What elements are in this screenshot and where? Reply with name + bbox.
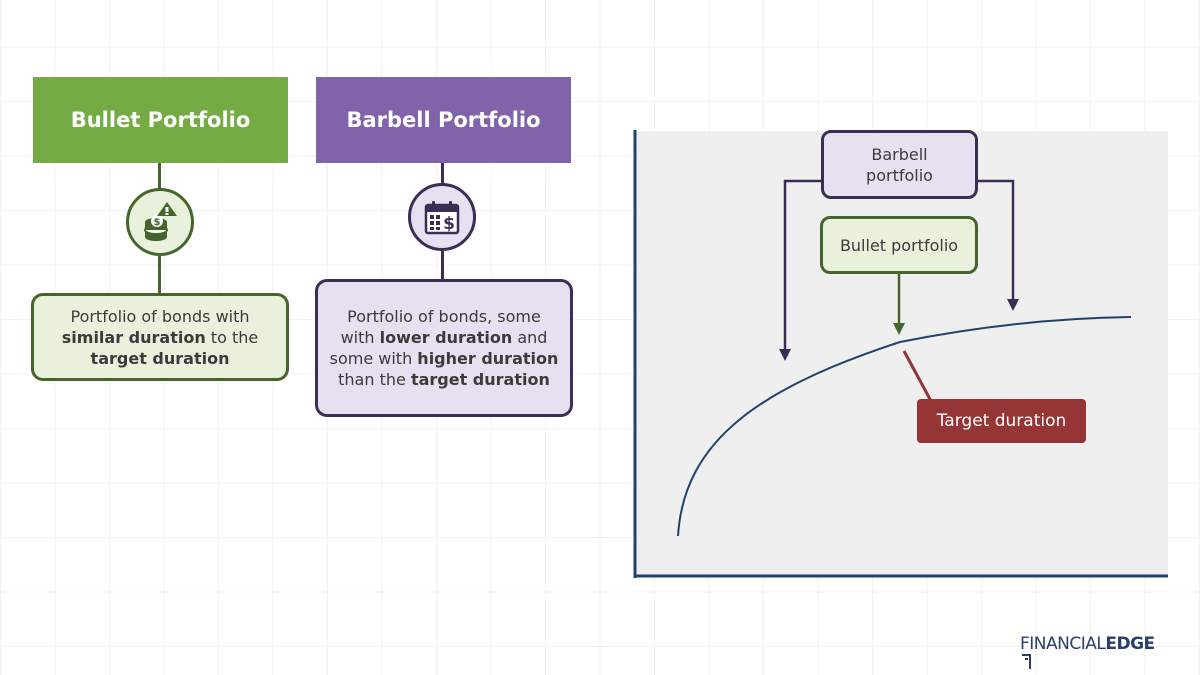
barbell-left-arrow-line xyxy=(783,179,823,350)
barbell-description: Portfolio of bonds, some with lower dura… xyxy=(328,306,560,390)
barbell-icon-circle: $ xyxy=(408,183,476,251)
financial-edge-logo: FINANCIALEDGE xyxy=(1020,634,1170,669)
barbell-connector-top xyxy=(441,163,444,185)
bullet-portfolio-header: Bullet Portfolio xyxy=(33,77,288,163)
coins-arrow-icon: $ xyxy=(144,202,177,241)
duration-curve xyxy=(677,316,1132,537)
target-duration-text: Target duration xyxy=(936,411,1067,431)
bullet-desc-bold-2: target duration xyxy=(90,348,230,368)
barbell-description-box: Portfolio of bonds, some with lower dura… xyxy=(315,279,573,417)
logo-edge: EDGE xyxy=(1105,634,1155,654)
barbell-desc-bold-3: target duration xyxy=(410,370,550,389)
bullet-desc-bold-1: similar duration xyxy=(61,327,206,347)
bullet-portfolio-title: Bullet Portfolio xyxy=(70,108,251,132)
barbell-desc-bold-2: higher duration xyxy=(417,349,559,368)
barbell-label-line1: Barbell xyxy=(871,144,928,164)
barbell-portfolio-title: Barbell Portfolio xyxy=(346,108,541,132)
logo-financial: FINANCIAL xyxy=(1020,634,1106,654)
bullet-connector-top xyxy=(158,163,161,189)
bullet-label: Bullet portfolio xyxy=(839,235,959,255)
logo-mark-icon xyxy=(1022,654,1031,669)
barbell-desc-bold-1: lower duration xyxy=(379,328,513,347)
bullet-connector-bottom xyxy=(158,256,161,294)
barbell-portfolio-header: Barbell Portfolio xyxy=(316,77,571,163)
svg-text:$: $ xyxy=(154,217,161,228)
bullet-description: Portfolio of bonds with similar duration… xyxy=(44,306,276,369)
calendar-dollar-icon: $ xyxy=(424,201,460,235)
barbell-portfolio-label-box: Barbell portfolio xyxy=(821,130,978,199)
target-duration-label: Target duration xyxy=(917,399,1086,443)
barbell-label-line2: portfolio xyxy=(866,165,933,185)
bullet-icon-circle: $ xyxy=(126,188,194,256)
barbell-desc-text-2: and some with xyxy=(329,328,548,368)
barbell-desc-text-1: Portfolio of bonds, some with xyxy=(340,307,541,347)
barbell-connector-bottom xyxy=(441,251,444,280)
barbell-right-arrowhead xyxy=(1007,299,1019,311)
bullet-arrowhead xyxy=(893,323,905,335)
bullet-desc-text-1: Portfolio of bonds with xyxy=(70,306,250,326)
bullet-desc-text-2: to the xyxy=(205,327,259,347)
target-pointer-line xyxy=(902,350,933,402)
svg-text:$: $ xyxy=(443,214,455,234)
barbell-left-arrowhead xyxy=(779,349,791,361)
barbell-right-arrow-line xyxy=(976,179,1015,300)
chart-plot-area xyxy=(636,131,1168,575)
bullet-portfolio-label-box: Bullet portfolio xyxy=(820,216,978,274)
barbell-desc-text-3: than the xyxy=(338,370,411,389)
bullet-description-box: Portfolio of bonds with similar duration… xyxy=(31,293,289,381)
